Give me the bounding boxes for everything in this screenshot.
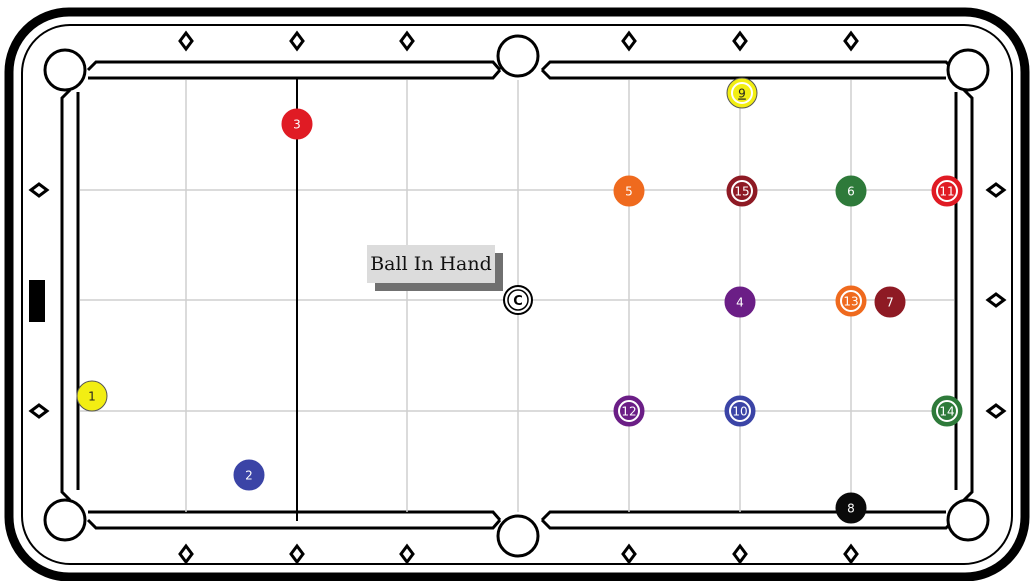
ball-label: 14 <box>939 405 954 419</box>
pocket-bottom-left <box>45 500 85 540</box>
ball-label: 6 <box>847 185 855 199</box>
rail-slot-marker <box>29 280 45 322</box>
ball-6[interactable]: 6 <box>836 176 866 206</box>
pocket-top-left <box>45 50 85 90</box>
ball-1[interactable]: 1 <box>77 381 107 411</box>
pocket-bottom-right <box>948 500 988 540</box>
ball-label: 3 <box>293 118 301 132</box>
ball-9[interactable]: 9 <box>727 78 757 108</box>
ball-label: 12 <box>621 405 636 419</box>
ball-2[interactable]: 2 <box>234 460 264 490</box>
ball-label: 7 <box>886 296 894 310</box>
ball-4[interactable]: 4 <box>725 287 755 317</box>
ball-label: 11 <box>939 185 954 199</box>
ball-13[interactable]: 13 <box>836 286 866 316</box>
cue-ball-label: C <box>513 294 523 309</box>
ball-label: 8 <box>847 502 855 516</box>
ball-11[interactable]: 11 <box>932 176 962 206</box>
ball-label: 2 <box>245 469 253 483</box>
ball-8[interactable]: 8 <box>836 493 866 523</box>
ball-label: 5 <box>625 185 633 199</box>
ball-label: 15 <box>734 185 749 199</box>
ball-label: 4 <box>736 296 744 310</box>
pocket-top-right <box>948 50 988 90</box>
ball-3[interactable]: 3 <box>282 109 312 139</box>
ball-label: 1 <box>88 390 96 404</box>
ball-12[interactable]: 12 <box>614 396 644 426</box>
ball-label: 9 <box>738 87 746 101</box>
ball-5[interactable]: 5 <box>614 176 644 206</box>
pocket-bottom-middle <box>498 516 538 556</box>
ball-15[interactable]: 15 <box>727 176 757 206</box>
ball-7[interactable]: 7 <box>875 287 905 317</box>
ball-14[interactable]: 14 <box>932 396 962 426</box>
cue-ball[interactable]: C <box>504 286 532 314</box>
ball-in-hand-button[interactable]: Ball In Hand <box>367 245 495 283</box>
ball-10[interactable]: 10 <box>725 396 755 426</box>
pocket-top-middle <box>498 36 538 76</box>
ball-label: 13 <box>843 295 858 309</box>
ball-label: 10 <box>732 405 747 419</box>
